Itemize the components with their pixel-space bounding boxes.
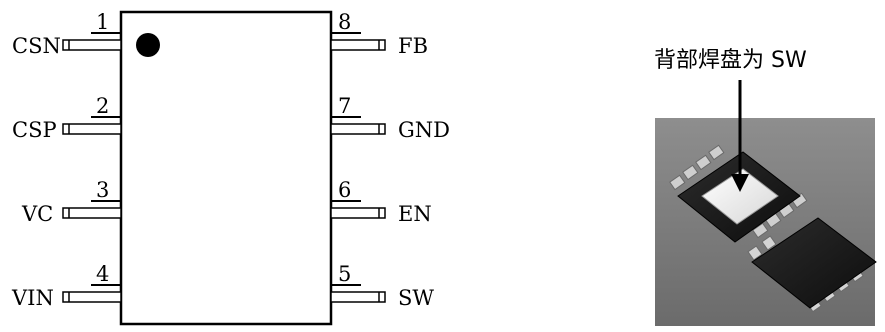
pin-name: CSN: [12, 34, 61, 58]
photo-background: [655, 118, 875, 326]
pin-lead: [330, 39, 386, 51]
left-pin-4: 4 VIN: [11, 262, 122, 310]
ic-body: [119, 10, 333, 326]
chip-body: [751, 217, 877, 309]
pin-number: 3: [96, 178, 109, 202]
pin-name: VC: [21, 202, 53, 226]
pin-name: VIN: [11, 286, 54, 310]
chip-topside: [747, 217, 877, 313]
right-pin-7: 7 GND: [330, 94, 450, 142]
pin-lead: [330, 123, 386, 135]
right-pin-5: 5 SW: [330, 262, 434, 310]
pin-name: SW: [398, 286, 434, 310]
pin-lead: [330, 291, 386, 303]
pin-lead: [330, 207, 386, 219]
pin-name: GND: [398, 118, 450, 142]
exposed-pad: [701, 168, 779, 225]
pin-number: 6: [338, 178, 351, 202]
chip-backside: [669, 144, 808, 243]
pin-number: 1: [96, 10, 109, 34]
pin-number: 4: [96, 262, 109, 286]
left-pin-1: 1 CSN: [12, 10, 122, 58]
left-pin-2: 2 CSP: [12, 94, 122, 142]
left-pin-3: 3 VC: [21, 178, 122, 226]
pin-lead: [62, 207, 122, 219]
pin-lead: [62, 39, 122, 51]
package-photo: [655, 118, 877, 326]
pointer-arrow: [731, 80, 749, 192]
photo-caption: 背部焊盘为 SW: [654, 48, 807, 73]
pin-number: 8: [338, 10, 351, 34]
pin-number: 2: [96, 94, 109, 118]
right-pin-8: 8 FB: [330, 10, 428, 58]
pin-name: CSP: [12, 118, 57, 142]
pin-number: 7: [338, 94, 351, 118]
pin-lead: [62, 123, 122, 135]
pin-lead: [62, 291, 122, 303]
pin1-marker-dot: [136, 33, 160, 57]
pin-name: FB: [398, 34, 428, 58]
pin-number: 5: [338, 262, 351, 286]
pin-name: EN: [398, 202, 432, 226]
right-pin-6: 6 EN: [330, 178, 432, 226]
